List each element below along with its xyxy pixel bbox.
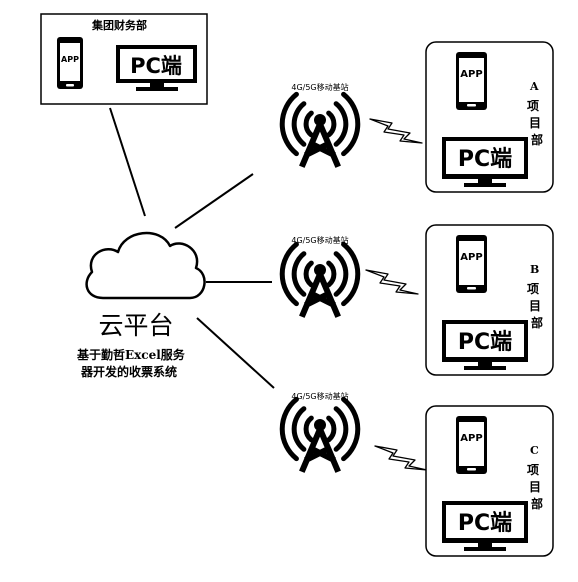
- project-pc-label: PC端: [458, 147, 512, 172]
- antenna-tower-icon: [279, 91, 361, 168]
- project-title-char: 项: [527, 463, 539, 477]
- project-title-char: 目: [529, 299, 541, 313]
- project-app-label: APP: [460, 69, 482, 80]
- project-title-char: 项: [527, 282, 539, 296]
- project-title-char: 部: [531, 496, 543, 511]
- hq-pc-label: PC端: [130, 54, 182, 78]
- line-hq-cloud: [109, 107, 146, 217]
- station-1: 4G/5G移动基站: [279, 235, 419, 318]
- project-letter: A: [529, 80, 539, 93]
- smartphone-icon: APP: [456, 416, 487, 474]
- hq-app-label: APP: [61, 55, 79, 64]
- connection-lines: [109, 107, 275, 389]
- stations-layer: 4G/5G移动基站 4G/5G移动基站 4G/5G移动基站: [279, 82, 428, 473]
- project-pc-label: PC端: [458, 511, 512, 536]
- antenna-tower-icon: [279, 396, 361, 473]
- hq-box: 集团财务部 APP PC端: [40, 13, 208, 105]
- monitor-icon: PC端: [442, 501, 528, 551]
- cloud-icon: [85, 231, 206, 300]
- station-2: 4G/5G移动基站: [279, 391, 428, 473]
- antenna-tower-icon: [279, 241, 361, 318]
- project-title-char: 目: [529, 480, 541, 494]
- project-letter: B: [530, 263, 539, 276]
- cloud-caption-line2: 器开发的收票系统: [80, 364, 177, 379]
- monitor-icon: PC端: [442, 137, 528, 187]
- monitor-icon: PC端: [442, 320, 528, 370]
- lightning-signal-icon: [365, 269, 419, 295]
- project-title-char: 项: [527, 99, 539, 113]
- station-label: 4G/5G移动基站: [291, 82, 348, 92]
- hq-title: 集团财务部: [91, 18, 147, 32]
- project-app-label: APP: [460, 433, 482, 444]
- cloud-label: 云平台: [98, 311, 173, 340]
- line-cloud-station-c: [196, 317, 275, 389]
- station-label: 4G/5G移动基站: [291, 235, 348, 245]
- cloud-caption-line1: 基于勤哲Excel服务: [76, 347, 186, 362]
- lightning-signal-icon: [374, 445, 428, 471]
- project-pc-label: PC端: [458, 330, 512, 355]
- smartphone-icon: APP: [456, 235, 487, 293]
- project-title-char: 部: [531, 132, 543, 147]
- station-0: 4G/5G移动基站: [279, 82, 423, 168]
- project-app-label: APP: [460, 252, 482, 263]
- project-title-char: 部: [531, 315, 543, 330]
- cloud-platform: 云平台 基于勤哲Excel服务 器开发的收票系统: [76, 231, 206, 379]
- monitor-icon: PC端: [116, 45, 197, 91]
- line-cloud-station-a: [174, 173, 254, 229]
- smartphone-icon: APP: [57, 37, 83, 89]
- project-title-char: 目: [529, 116, 541, 130]
- station-label: 4G/5G移动基站: [291, 391, 348, 401]
- lightning-signal-icon: [369, 118, 423, 144]
- smartphone-icon: APP: [456, 52, 487, 110]
- project-letter: C: [530, 444, 539, 457]
